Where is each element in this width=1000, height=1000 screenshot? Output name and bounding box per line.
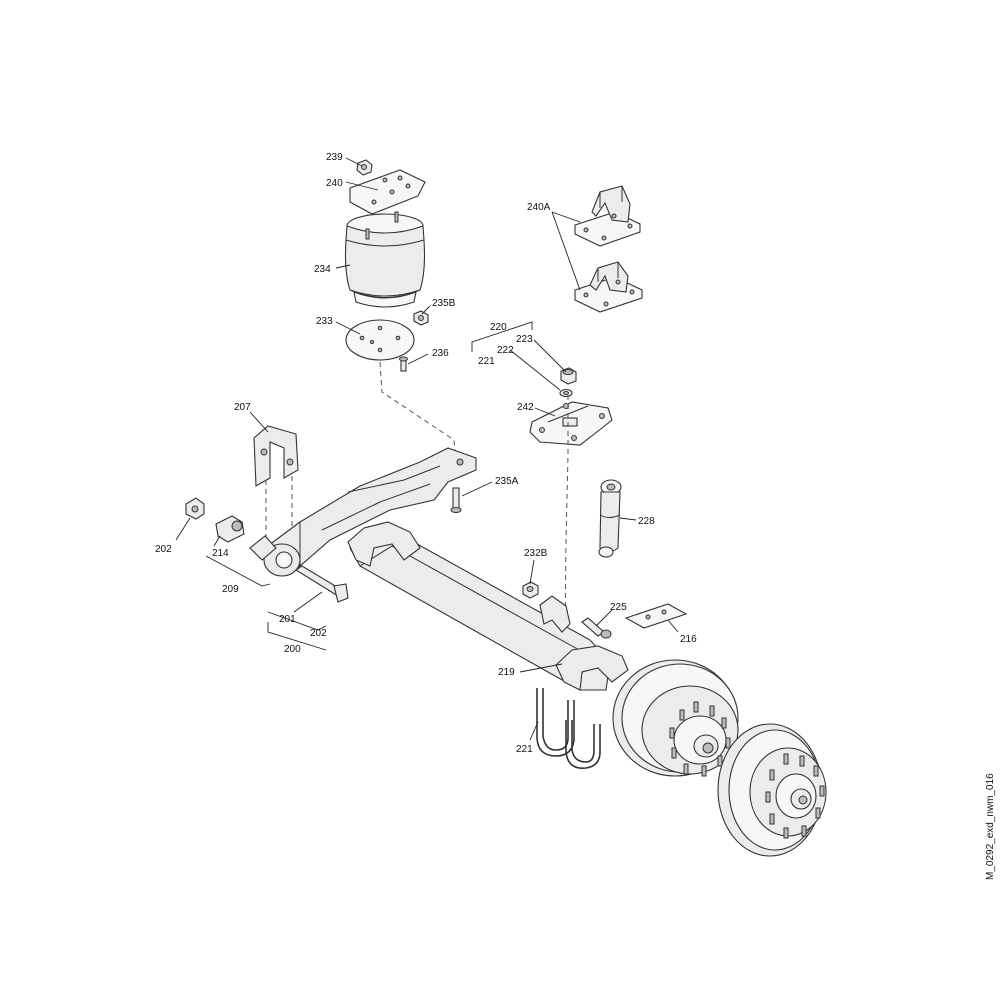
label-225: 225: [610, 602, 627, 613]
label-221-upper: 221: [478, 356, 495, 367]
label-209: 209: [222, 584, 239, 595]
hanger-bracket-207: [253, 425, 299, 487]
label-235B: 235B: [432, 298, 456, 309]
air-spring-bellow: [344, 211, 426, 308]
label-214: 214: [212, 548, 229, 559]
trailing-arm: [264, 447, 477, 576]
bolt-225: [581, 617, 612, 639]
nut-239: [356, 159, 373, 176]
brake-disc-hub: [717, 723, 827, 857]
label-221-lower: 221: [516, 744, 533, 755]
air-spring-top-plate: [349, 169, 426, 215]
label-219: 219: [498, 667, 515, 678]
label-201: 201: [279, 614, 296, 625]
leader-lines: [175, 157, 679, 741]
bolt-201: [294, 565, 349, 603]
label-216: 216: [680, 634, 697, 645]
nut-235B: [413, 310, 429, 326]
label-232B: 232B: [524, 548, 548, 559]
label-240A: 240A: [527, 202, 551, 213]
air-spring-bottom-plate: [345, 319, 415, 361]
clamp-plate-242: [529, 401, 613, 446]
plate-216: [624, 603, 688, 629]
bolt-236: [399, 356, 408, 372]
bracket-240A-upper: [574, 185, 641, 247]
arm-eye: [249, 535, 301, 577]
bracket-240A-lower: [574, 261, 643, 313]
label-228: 228: [638, 516, 655, 527]
drawing-id: M_0292_exd_nwm_016: [985, 773, 996, 880]
nut-232B: [522, 581, 539, 599]
label-220: 220: [490, 322, 507, 333]
wheel-studs-drum: [669, 701, 731, 777]
label-239: 239: [326, 152, 343, 163]
label-240: 240: [326, 178, 343, 189]
label-202-left: 202: [155, 544, 172, 555]
brake-drum: [612, 659, 739, 777]
label-236: 236: [432, 348, 449, 359]
shock-absorber-228: [598, 479, 622, 558]
label-234: 234: [314, 264, 331, 275]
label-207: 207: [234, 402, 251, 413]
axle-beam: [347, 521, 629, 691]
nut-223: [560, 367, 577, 385]
label-222: 222: [497, 345, 514, 356]
bushing-214: [215, 515, 245, 543]
bolt-235A: [450, 487, 462, 513]
label-202-bottom: 202: [310, 628, 327, 639]
axle-bracket: [539, 595, 571, 633]
washer-222: [559, 388, 573, 398]
wheel-studs-hub: [765, 753, 825, 839]
label-242: 242: [517, 402, 534, 413]
label-200: 200: [284, 644, 301, 655]
label-223: 223: [516, 334, 533, 345]
label-233: 233: [316, 316, 333, 327]
nut-202: [185, 497, 205, 520]
u-bolts-221: [536, 688, 601, 769]
label-235A: 235A: [495, 476, 519, 487]
